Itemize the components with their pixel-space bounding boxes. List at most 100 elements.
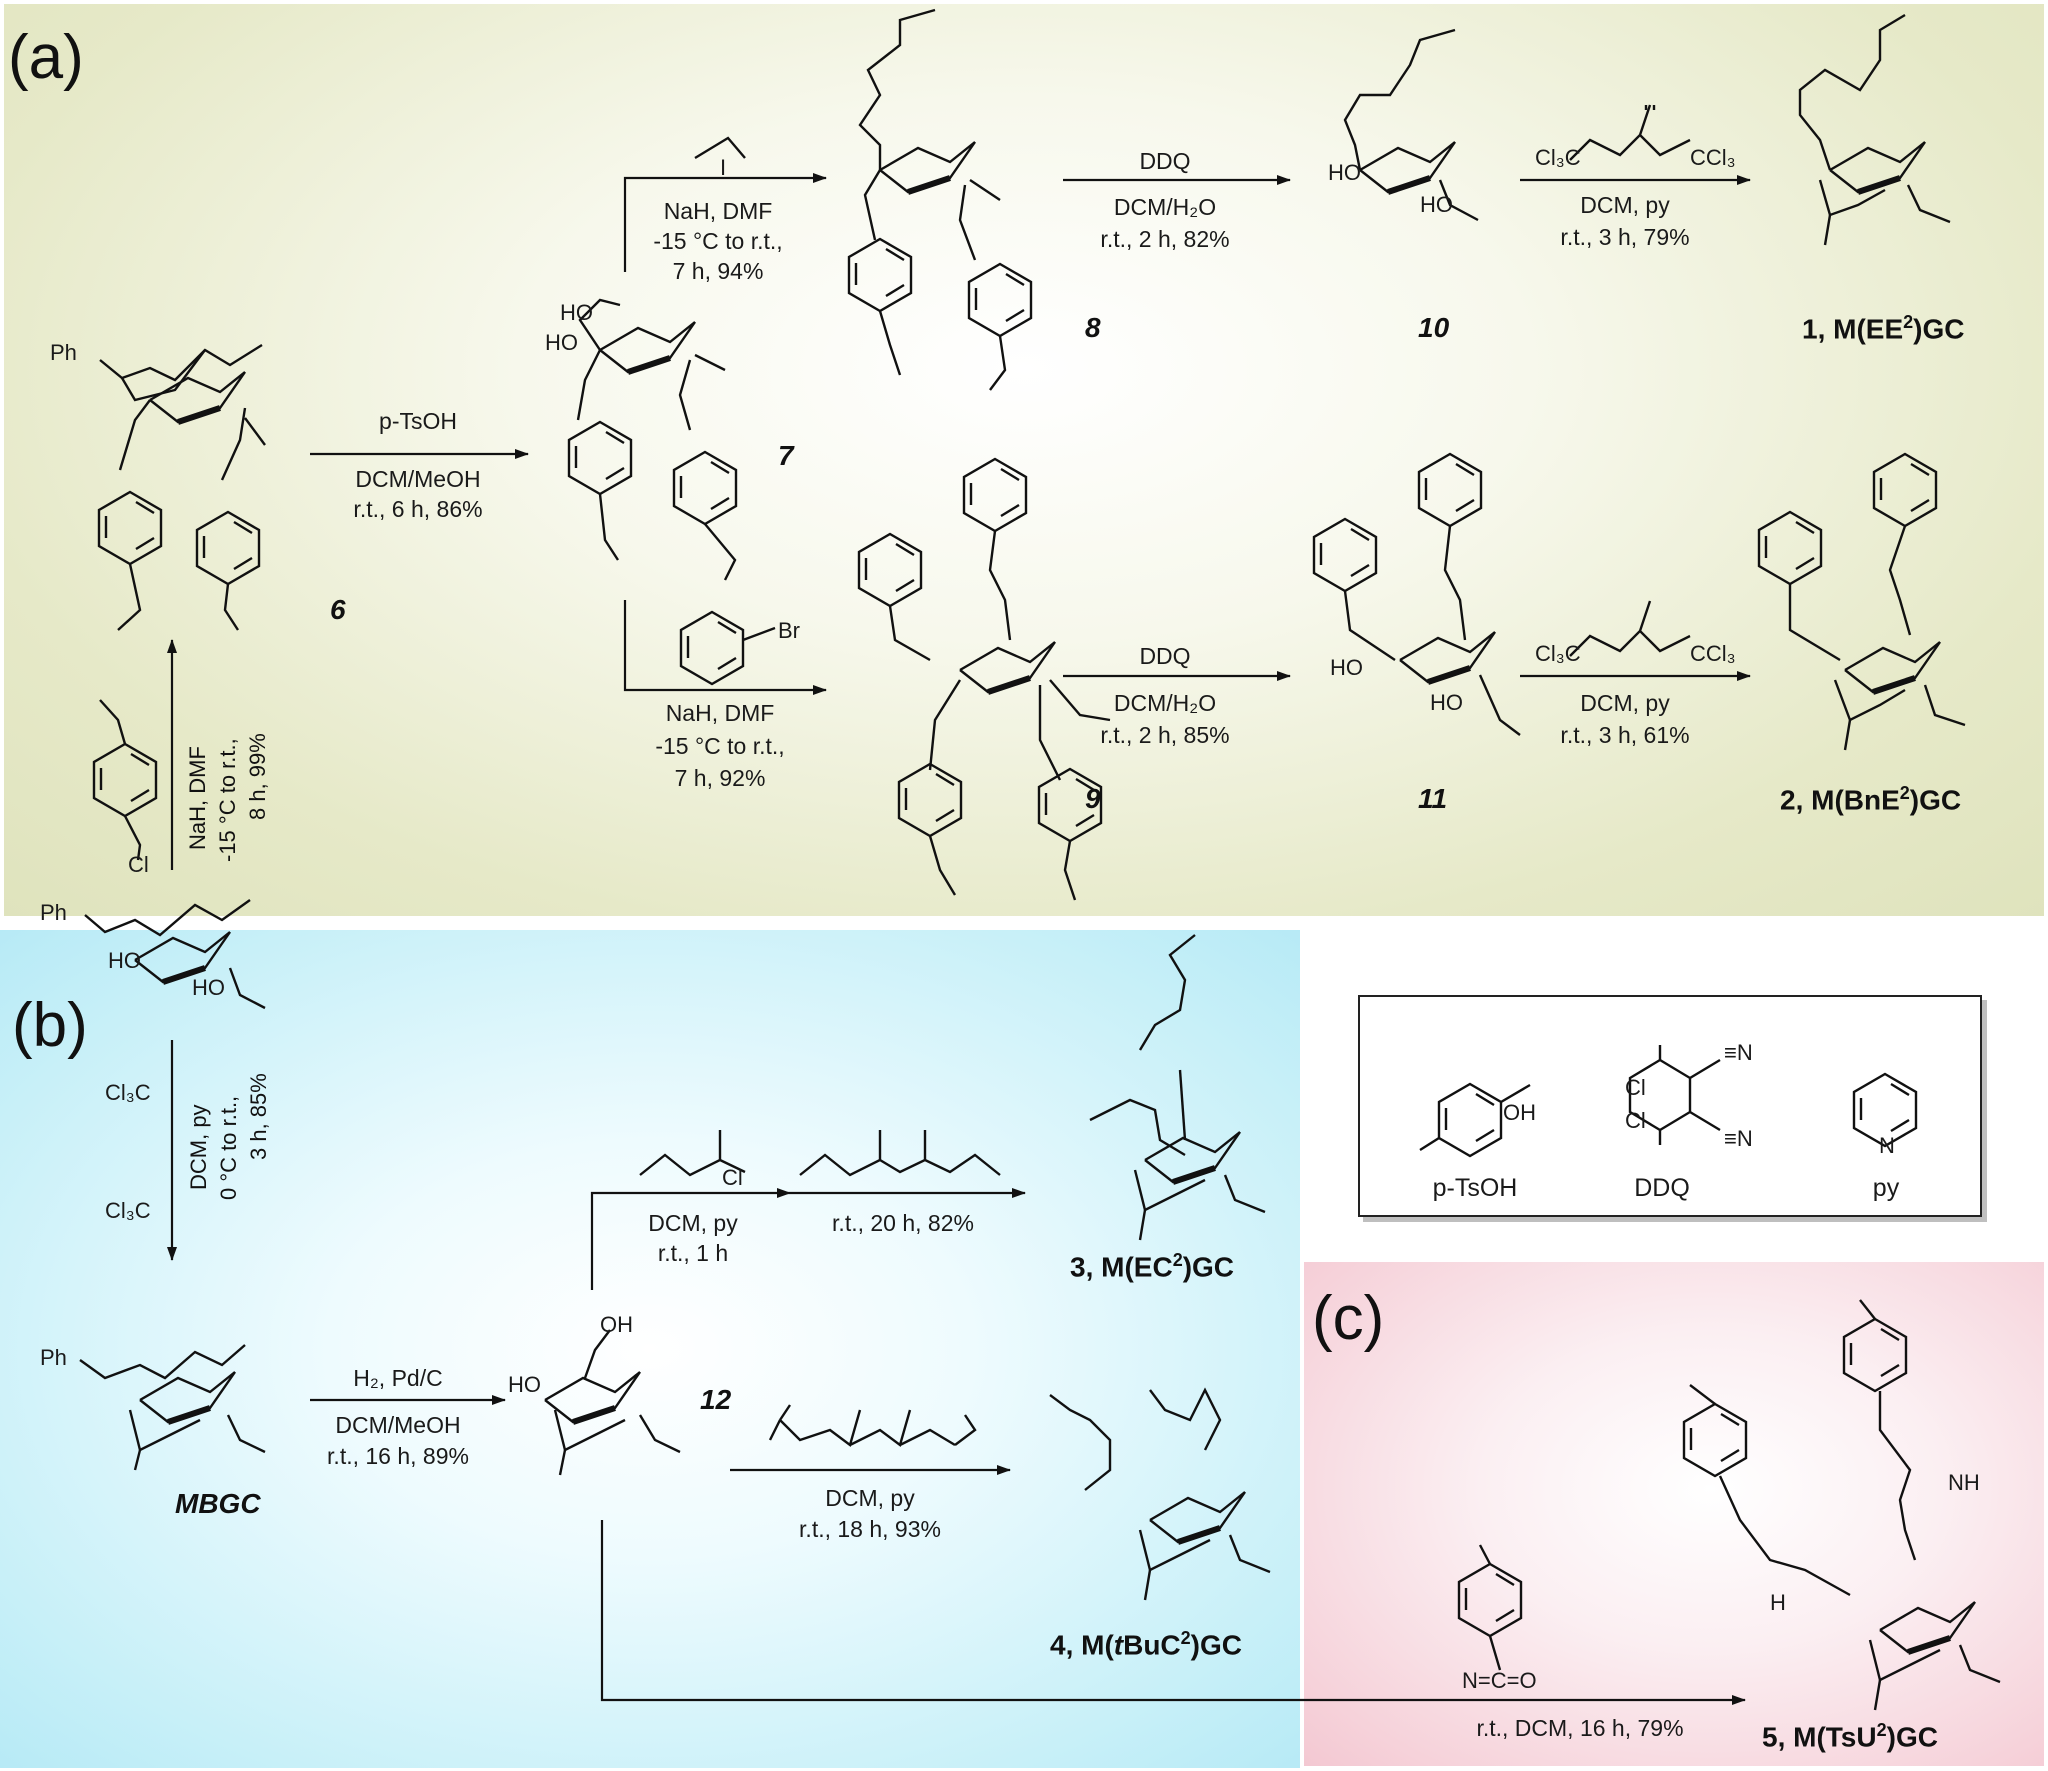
structure-tosyl-isocyanate [1457,1544,1523,1671]
cond-ecl-line2: r.t., 1 h [657,1240,729,1266]
compound-label-1: 1, M(EE2)GC [1802,312,1965,345]
atom-ho-start-a: HO [108,948,141,973]
legend-label-py: py [1872,1174,1900,1202]
cond-pmb-line3: 8 h, 99% [245,733,270,820]
legend-atom-cl-a: Cl [1625,1075,1646,1100]
panel-b-background [0,930,1300,1768]
cond-ddq-top-line2: r.t., 2 h, 82% [1100,226,1230,252]
structure-10 [1343,28,1479,222]
cond-ddq-top-line1: DCM/H₂O [1113,194,1217,220]
atom-cl3c-b-top: Cl₃C [105,1080,151,1105]
structure-1 [1798,13,1951,246]
cond-h2-reagent: H₂, Pd/C [353,1365,443,1391]
cond-h2-line1: DCM/MeOH [335,1412,461,1438]
atom-ph-start: Ph [40,900,67,925]
panel-c-background [1304,1262,2044,1766]
atom-ho-start-b: HO [192,975,225,1000]
atom-ccl3-top: CCl₃ [1690,145,1736,170]
cond-triphosgene-top-line1: DCM, py [1580,192,1670,218]
structure-triphosgene-bottom [1569,600,1691,657]
cond-dec-line1: r.t., 20 h, 82% [832,1210,974,1236]
legend-atom-cn-b: ≡N [1724,1126,1753,1151]
legend-atom-n: N [1879,1133,1895,1158]
structure-diethyl-dicarbonate [799,1130,1001,1177]
atom-ho-11a: HO [1330,655,1363,680]
atom-nh-5a: NH [1948,1470,1980,1495]
atom-br-bnbr: Br [778,618,800,643]
atom-cl-ecl: Cl [722,1165,743,1190]
cond-bnbr-line1: NaH, DMF [665,700,775,726]
compound-label-8: 8 [1085,312,1101,343]
compound-label-mbgc: MBGC [175,1488,261,1519]
atom-ho-10a: HO [1328,160,1361,185]
cond-bnbr-line3: 7 h, 92% [674,765,766,791]
structure-mbgc [79,1344,266,1471]
panel-label-a: (a) [8,23,84,92]
structure-bnbr [679,610,776,686]
structure-12 [545,1329,681,1476]
compound-label-12: 12 [700,1384,732,1415]
compound-label-2: 2, M(BnE2)GC [1780,783,1962,816]
cond-triphosgene-bottom-line1: DCM, py [1580,690,1670,716]
atom-cl-pmbcl: Cl [128,852,149,877]
structure-7 [567,298,738,581]
atom-cl3c-b-bottom: Cl₃C [105,1198,151,1223]
legend-ptsoh-structure [1419,1082,1531,1158]
cond-boc-line2: r.t., 18 h, 93% [799,1516,941,1542]
structure-boc2o [768,1404,977,1448]
atom-ph-mbgc: Ph [40,1345,67,1370]
compound-label-10: 10 [1418,312,1450,343]
cond-ts-line1: r.t., DCM, 16 h, 79% [1476,1715,1684,1741]
cond-ddq-bottom-reagent: DDQ [1139,643,1191,669]
cond-h2-line2: r.t., 16 h, 89% [327,1443,469,1469]
atom-nco: N=C=O [1462,1668,1537,1693]
atom-cl3c-top: Cl₃C [1535,145,1581,170]
cond-b-down-line1: DCM, py [186,1104,211,1190]
cond-ptsoh-reagent: p-TsOH [379,408,457,434]
cond-boc-line1: DCM, py [825,1485,915,1511]
cond-ddq-bottom-line1: DCM/H₂O [1113,690,1217,716]
structure-6 [97,343,266,631]
atom-cl3c-bottom: Cl₃C [1535,641,1581,666]
cond-triphosgene-top-line2: r.t., 3 h, 79% [1560,224,1690,250]
cond-bnbr-line2: -15 °C to r.t., [655,733,785,759]
compound-label-11: 11 [1418,783,1448,814]
structure-start-glucoside [84,899,266,1010]
compound-label-9: 9 [1085,783,1101,814]
atom-i-eti: I [720,155,727,180]
cond-eti-line1: NaH, DMF [663,198,773,224]
atom-ho-11b: HO [1430,690,1463,715]
cond-ecl-line1: DCM, py [648,1210,738,1236]
atom-ho-7b: HO [545,330,578,355]
legend-label-ddq: DDQ [1634,1174,1690,1202]
compound-label-6: 6 [330,594,346,625]
atom-ho-12: HO [508,1372,541,1397]
cond-ptsoh-line2: r.t., 6 h, 86% [353,496,483,522]
panel-label-b: (b) [12,991,88,1060]
cond-eti-line2: -15 °C to r.t., [653,228,783,254]
cond-triphosgene-bottom-line2: r.t., 3 h, 61% [1560,722,1690,748]
cond-b-down-line2: 0 °C to r.t., [216,1095,241,1200]
cond-ddq-bottom-line2: r.t., 2 h, 85% [1100,722,1230,748]
structure-5 [1682,1299,2001,1711]
atom-ph-6: Ph [50,340,77,365]
atom-ho-10b: HO [1420,192,1453,217]
structure-pmbcl [92,699,158,861]
structure-4 [1049,1387,1271,1601]
legend-label-ptsoh: p-TsOH [1432,1174,1518,1202]
reagent-legend-box [1358,995,1982,1217]
panel-a-background [4,4,2044,916]
cond-b-down-line3: 3 h, 85% [246,1073,271,1160]
structure-3 [1089,934,1266,1241]
legend-atom-oh: OH [1503,1100,1536,1125]
structure-9 [857,457,1111,901]
compound-label-3: 3, M(EC2)GC [1070,1250,1235,1283]
compound-label-7: 7 [778,440,794,471]
structure-triphosgene-top [1569,104,1691,161]
atom-nh-5b: H [1770,1590,1786,1615]
cond-pmb-line2: -15 °C to r.t., [215,738,240,862]
structure-8 [847,8,1033,391]
structure-11 [1312,452,1521,736]
cond-pmb-line1: NaH, DMF [185,746,210,850]
